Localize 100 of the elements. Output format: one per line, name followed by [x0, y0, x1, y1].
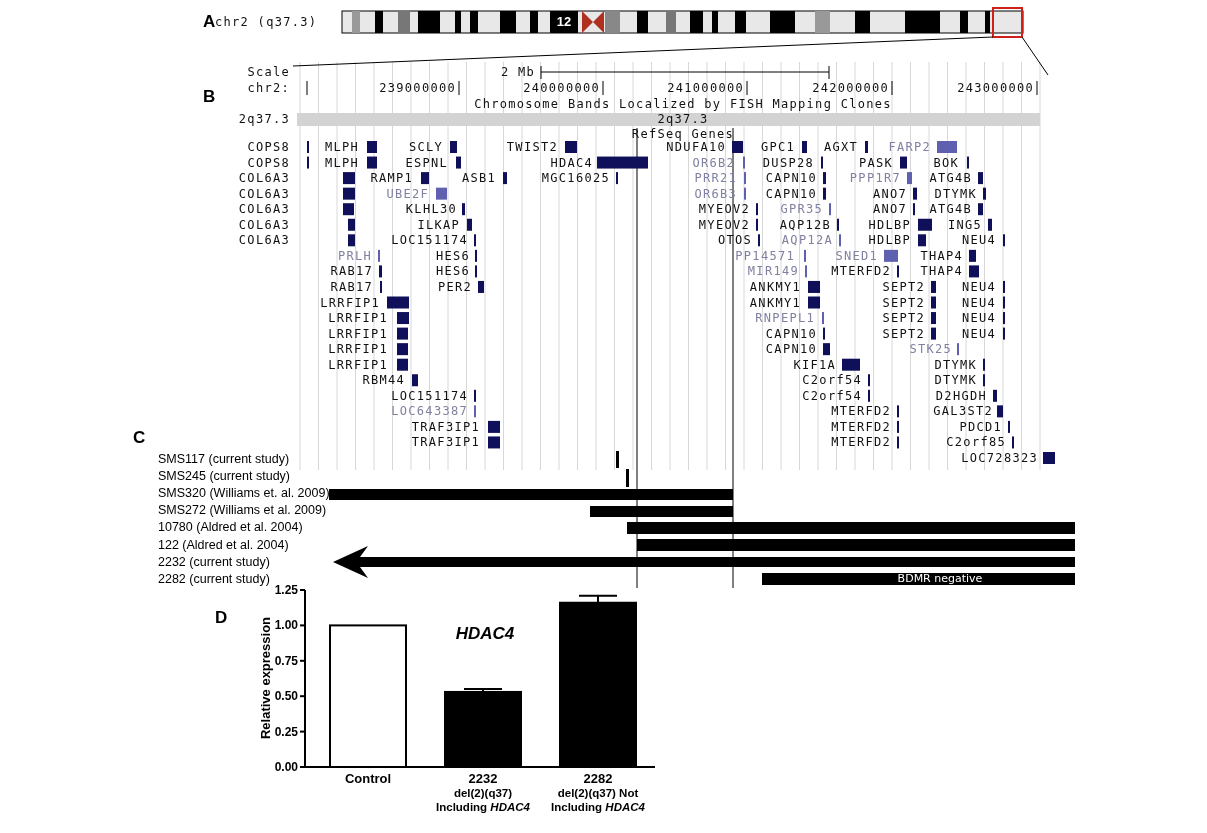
sample-label: SMS245 (current study) [158, 468, 290, 484]
gene-label: MLPH [324, 139, 359, 155]
gene-label: PDCD1 [959, 418, 1002, 435]
gene-label: LRRFIP1 [328, 325, 388, 342]
sample-label: SMS117 (current study) [158, 451, 290, 467]
sample-label: 2282 (current study) [158, 571, 270, 587]
gene-label: LOC151174 [391, 387, 468, 404]
gene-label: STK25 [909, 341, 952, 358]
gene-label: SEPT2 [882, 294, 925, 311]
gene-label: RAB17 [330, 278, 373, 295]
gene-label: THAP4 [920, 263, 963, 280]
gene-label: DTYMK [934, 356, 977, 373]
gene-label: THAP4 [920, 247, 963, 264]
gene-label: PER2 [437, 278, 472, 295]
gene-label: BOK [933, 154, 959, 171]
gene-label: COPS8 [247, 139, 290, 155]
gene-label: ING5 [947, 216, 982, 233]
gene-label: SEPT2 [882, 325, 925, 342]
gene-label: NEU4 [961, 310, 996, 327]
gene-label: RBM44 [362, 372, 405, 389]
scale-label: 2 Mb [500, 64, 535, 80]
sample-label: 2232 (current study) [158, 554, 270, 570]
gene-label: TWIST2 [506, 139, 558, 155]
gene-label: TRAF3IP1 [411, 434, 480, 451]
gene-label: C2orf54 [802, 372, 862, 389]
gene-label: ANKMY1 [749, 278, 801, 295]
gene-label: MTERFD2 [831, 263, 891, 280]
tick-label: 1.00 [274, 617, 298, 634]
tick-label: 1.25 [274, 582, 298, 598]
track-label: Scale [247, 64, 290, 80]
gene-label: LOC151174 [391, 232, 468, 249]
gene-label: NDUFA10 [666, 140, 726, 155]
coordinate-label: 239000000 [379, 80, 456, 96]
panel-letter: D [215, 610, 228, 626]
track-label: 2q37.3 [238, 111, 290, 127]
tick-label: 0.25 [274, 723, 298, 740]
chromosome-label: chr2 (q37.3) [215, 14, 318, 30]
tick-label: 0.50 [274, 688, 298, 705]
gene-label: NEU4 [961, 325, 996, 342]
bar-label: BDMR negative [897, 571, 983, 587]
gene-label: LRRFIP1 [320, 294, 380, 311]
gene-label: UBE2F [386, 185, 429, 202]
gene-label: HDLBP [868, 232, 911, 249]
gene-label: LRRFIP1 [328, 356, 388, 373]
coordinate-label: 242000000 [812, 80, 889, 96]
gene-label: RNPEPL1 [755, 310, 815, 327]
gene-label: SNED1 [835, 247, 878, 264]
gene-label: LOC643387 [391, 403, 468, 420]
track-label: chr2: [247, 80, 290, 96]
band-label: 12 [556, 14, 572, 30]
gene-label: PP14571 [735, 247, 795, 264]
gene-label: HDLBP [868, 216, 911, 233]
coordinate-label: 241000000 [667, 80, 744, 96]
gene-label: COL6A3 [238, 185, 290, 202]
tick-label: 0.75 [274, 652, 298, 669]
gene-label: COL6A3 [238, 170, 290, 187]
gene-label: TRAF3IP1 [411, 418, 480, 435]
gene-label: OTOS [717, 232, 752, 249]
gene-label: AQP12A [781, 232, 833, 249]
gene-label: CAPN10 [765, 325, 817, 342]
axis-title: Relative expression [258, 616, 274, 740]
gene-label: NEU4 [961, 278, 996, 295]
gene-label: LRRFIP1 [328, 310, 388, 327]
gene-label: D2HGDH [935, 387, 987, 404]
gene-label: MGC16025 [541, 170, 610, 187]
gene-label: COPS8 [247, 154, 290, 171]
gene-label: ANO7 [872, 201, 907, 218]
gene-label: HDAC4 [550, 154, 593, 171]
panel-letter: A [203, 14, 216, 30]
gene-label: COL6A3 [238, 216, 290, 233]
gene-label: CAPN10 [765, 170, 817, 187]
gene-label: NEU4 [961, 232, 996, 249]
band-label: 2q37.3 [657, 111, 709, 127]
gene-label: MTERFD2 [831, 418, 891, 435]
gene-label: COL6A3 [238, 201, 290, 218]
chart-title: HDAC4 [455, 626, 515, 642]
sample-label: 10780 (Aldred et al. 2004) [158, 519, 303, 535]
gene-label: SCLY [408, 139, 443, 155]
sample-label: SMS272 (Williams et al. 2009) [158, 502, 327, 518]
gene-label: ESPNL [405, 154, 448, 171]
gene-label: CAPN10 [765, 341, 817, 358]
track-title: RefSeq Genes [631, 126, 735, 142]
gene-label: MTERFD2 [831, 434, 891, 451]
gene-label: COL6A3 [238, 232, 290, 249]
gene-label: C2orf54 [802, 387, 862, 404]
gene-label: RAB17 [330, 263, 373, 280]
sample-label: SMS320 (Williams et. al. 2009) [158, 485, 330, 501]
gene-label: ANKMY1 [749, 294, 801, 311]
gene-label: RAMP1 [370, 170, 413, 187]
gene-label: GPC1 [760, 139, 795, 155]
gene-label: LRRFIP1 [328, 341, 388, 358]
gene-label: NEU4 [961, 294, 996, 311]
gene-label: C2orf85 [946, 434, 1006, 451]
gene-label: ANO7 [872, 185, 907, 202]
coordinate-label: 240000000 [523, 80, 600, 96]
gene-label: SEPT2 [882, 310, 925, 327]
gene-label: AQP12B [779, 216, 831, 233]
gene-label: DUSP28 [762, 154, 814, 171]
gene-label: GPR35 [780, 201, 823, 218]
tick-label: 0.00 [274, 759, 298, 775]
